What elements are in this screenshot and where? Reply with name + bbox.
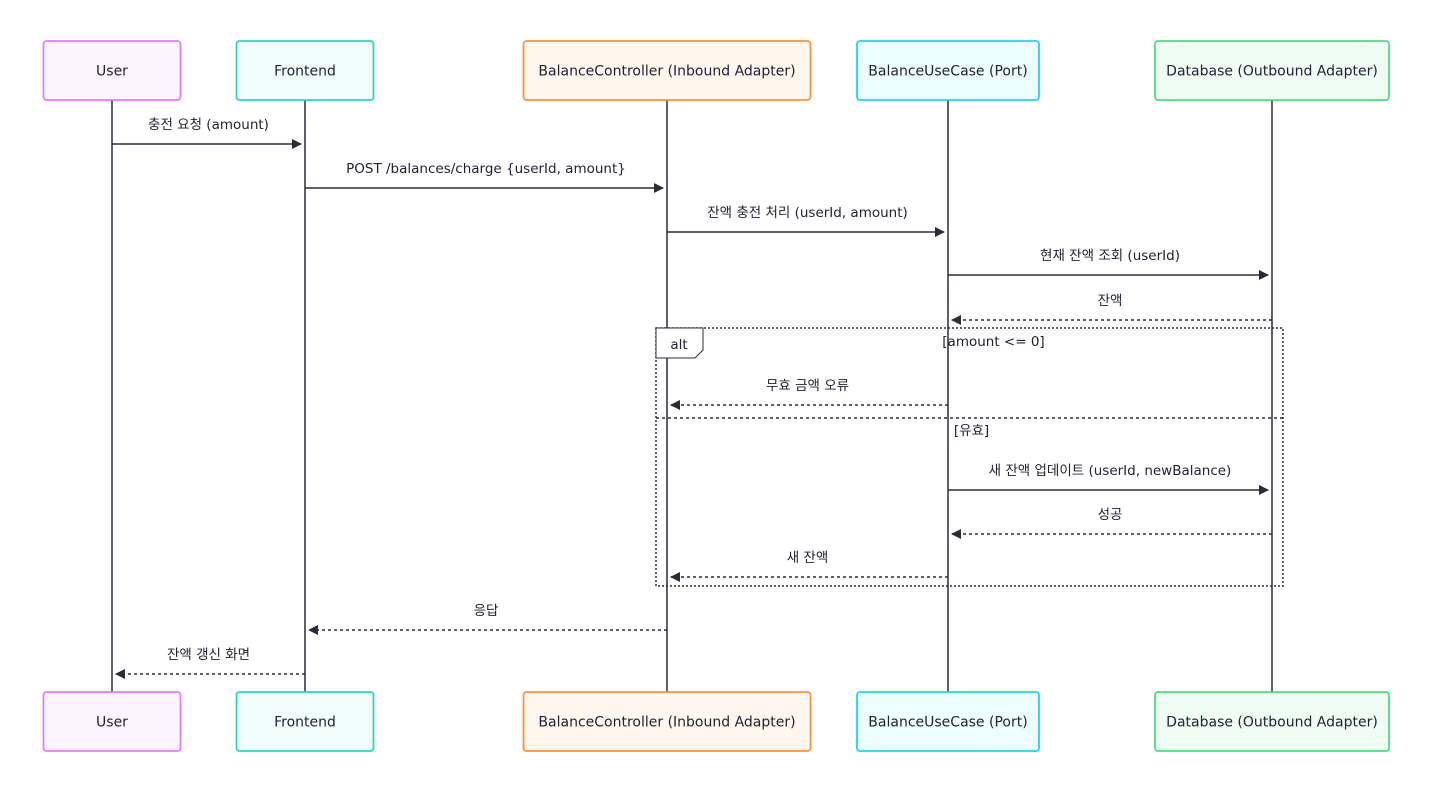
actor-label: Database (Outbound Adapter) [1166, 715, 1378, 731]
actor-box [235, 691, 375, 752]
message-label: 잔액 갱신 화면 [167, 647, 250, 663]
alt-keyword: alt [670, 337, 687, 353]
actor-box [1154, 691, 1390, 752]
message-label: 충전 요청 (amount) [148, 117, 269, 133]
actor-user-top: User [42, 40, 182, 101]
actor-box [1154, 40, 1390, 101]
message-label: 성공 [1098, 507, 1123, 523]
actor-usecase-top: BalanceUseCase (Port) [856, 40, 1040, 101]
actor-label: BalanceController (Inbound Adapter) [538, 715, 795, 731]
actor-box [42, 40, 182, 101]
message-label: 잔액 충전 처리 (userId, amount) [707, 205, 908, 221]
alt-frame-border [655, 327, 1284, 587]
actor-frontend-top: Frontend [235, 40, 375, 101]
actor-label: BalanceController (Inbound Adapter) [538, 64, 795, 80]
actor-usecase-bottom: BalanceUseCase (Port) [856, 691, 1040, 752]
message-4: 현재 잔액 조회 (userId) [948, 248, 1269, 280]
message-label: 무효 금액 오류 [766, 378, 849, 394]
alt-condition: [amount <= 0] [942, 334, 1044, 350]
actor-controller-top: BalanceController (Inbound Adapter) [522, 40, 812, 101]
actor-box [235, 40, 375, 101]
actor-label: Frontend [274, 715, 336, 731]
actor-label: User [96, 64, 128, 80]
actor-controller-bottom: BalanceController (Inbound Adapter) [522, 691, 812, 752]
actor-database-bottom: Database (Outbound Adapter) [1154, 691, 1390, 752]
alt-frame-tab [655, 327, 704, 359]
actor-frontend-bottom: Frontend [235, 691, 375, 752]
message-label: 잔액 [1098, 293, 1123, 309]
message-2: POST /balances/charge {userId, amount} [305, 161, 664, 193]
message-11: 잔액 갱신 화면 [115, 647, 305, 679]
actor-box [856, 691, 1040, 752]
message-label: 현재 잔액 조회 (userId) [1040, 248, 1180, 264]
message-6: 무효 금액 오류 [670, 378, 948, 410]
message-10: 응답 [308, 603, 667, 635]
alt-frame: alt [amount <= 0] [유효] [655, 327, 1284, 587]
actor-label: Database (Outbound Adapter) [1166, 64, 1378, 80]
message-8: 성공 [951, 507, 1272, 539]
message-label: 새 잔액 [787, 550, 829, 566]
actor-label: BalanceUseCase (Port) [868, 64, 1027, 80]
actor-user-bottom: User [42, 691, 182, 752]
actor-label: Frontend [274, 64, 336, 80]
actor-label: BalanceUseCase (Port) [868, 715, 1027, 731]
message-label: 응답 [474, 603, 499, 619]
message-label: 새 잔액 업데이트 (userId, newBalance) [989, 463, 1232, 479]
actor-box [42, 691, 182, 752]
actor-database-top: Database (Outbound Adapter) [1154, 40, 1390, 101]
alt-else-condition: [유효] [954, 423, 989, 439]
message-7: 새 잔액 업데이트 (userId, newBalance) [948, 463, 1269, 495]
actor-box [522, 691, 812, 752]
message-label: POST /balances/charge {userId, amount} [346, 161, 626, 177]
actor-box [856, 40, 1040, 101]
message-5: 잔액 [951, 293, 1272, 325]
actor-label: User [96, 715, 128, 731]
message-3: 잔액 충전 처리 (userId, amount) [667, 205, 945, 237]
actor-box [522, 40, 812, 101]
message-9: 새 잔액 [670, 550, 948, 582]
message-1: 충전 요청 (amount) [112, 117, 302, 149]
